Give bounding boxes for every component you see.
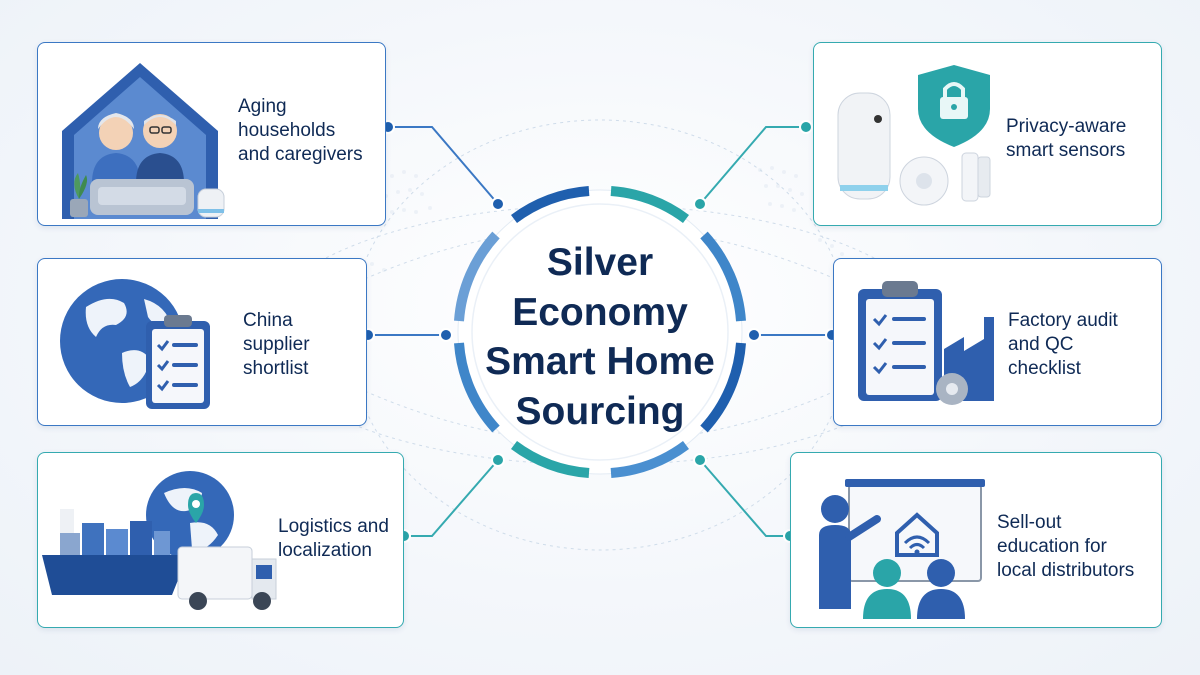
node-dot — [491, 453, 505, 467]
node-dot — [693, 453, 707, 467]
hub-ring-segment — [700, 231, 746, 322]
connector-logistics — [404, 459, 499, 537]
hub-ring-segment — [511, 186, 590, 224]
card-sellout-education[interactable]: Sell-out education for local distributor… — [790, 452, 1162, 628]
smart-sensor-shield-icon — [837, 65, 991, 206]
card-label: China supplier shortlist — [243, 310, 310, 379]
clipboard-factory-icon — [858, 281, 994, 405]
card-label: Privacy-aware smart sensors — [1006, 116, 1127, 161]
hub-ring-segment — [610, 440, 689, 478]
connector-sellout — [699, 459, 790, 537]
card-supplier-shortlist[interactable]: China supplier shortlist — [37, 258, 367, 426]
hub-ring-segment — [511, 440, 590, 478]
hub-ring-segment — [454, 342, 500, 433]
presentation-training-icon — [819, 479, 985, 619]
hub-disc — [457, 189, 743, 475]
globe-checklist-icon — [60, 279, 210, 409]
card-aging-households[interactable]: Aging households and caregivers — [37, 42, 386, 226]
card-factory-audit[interactable]: Factory audit and QC checklist — [833, 258, 1162, 426]
connector-privacy — [699, 126, 806, 205]
node-dot — [491, 197, 505, 211]
ship-truck-globe-icon — [42, 471, 277, 610]
card-logistics[interactable]: Logistics and localization — [37, 452, 404, 628]
card-privacy-sensors[interactable]: Privacy-aware smart sensors — [813, 42, 1162, 226]
card-label: Aging households and caregivers — [238, 96, 363, 165]
hub-ring-segment — [700, 342, 746, 433]
connector-aging — [388, 126, 499, 205]
node-dot — [747, 328, 761, 342]
node-dot — [439, 328, 453, 342]
card-label: Logistics and localization — [278, 516, 389, 561]
hub-ring-segment — [610, 186, 689, 224]
hub-ring-segment — [454, 231, 500, 322]
hub-title: Silver Economy Smart Home Sourcing — [485, 241, 715, 433]
node-dot — [799, 120, 813, 134]
elderly-couple-home-icon — [62, 63, 225, 219]
node-dot — [693, 197, 707, 211]
card-label: Factory audit and QC checklist — [1008, 310, 1118, 379]
card-label: Sell-out education for local distributor… — [997, 512, 1135, 581]
